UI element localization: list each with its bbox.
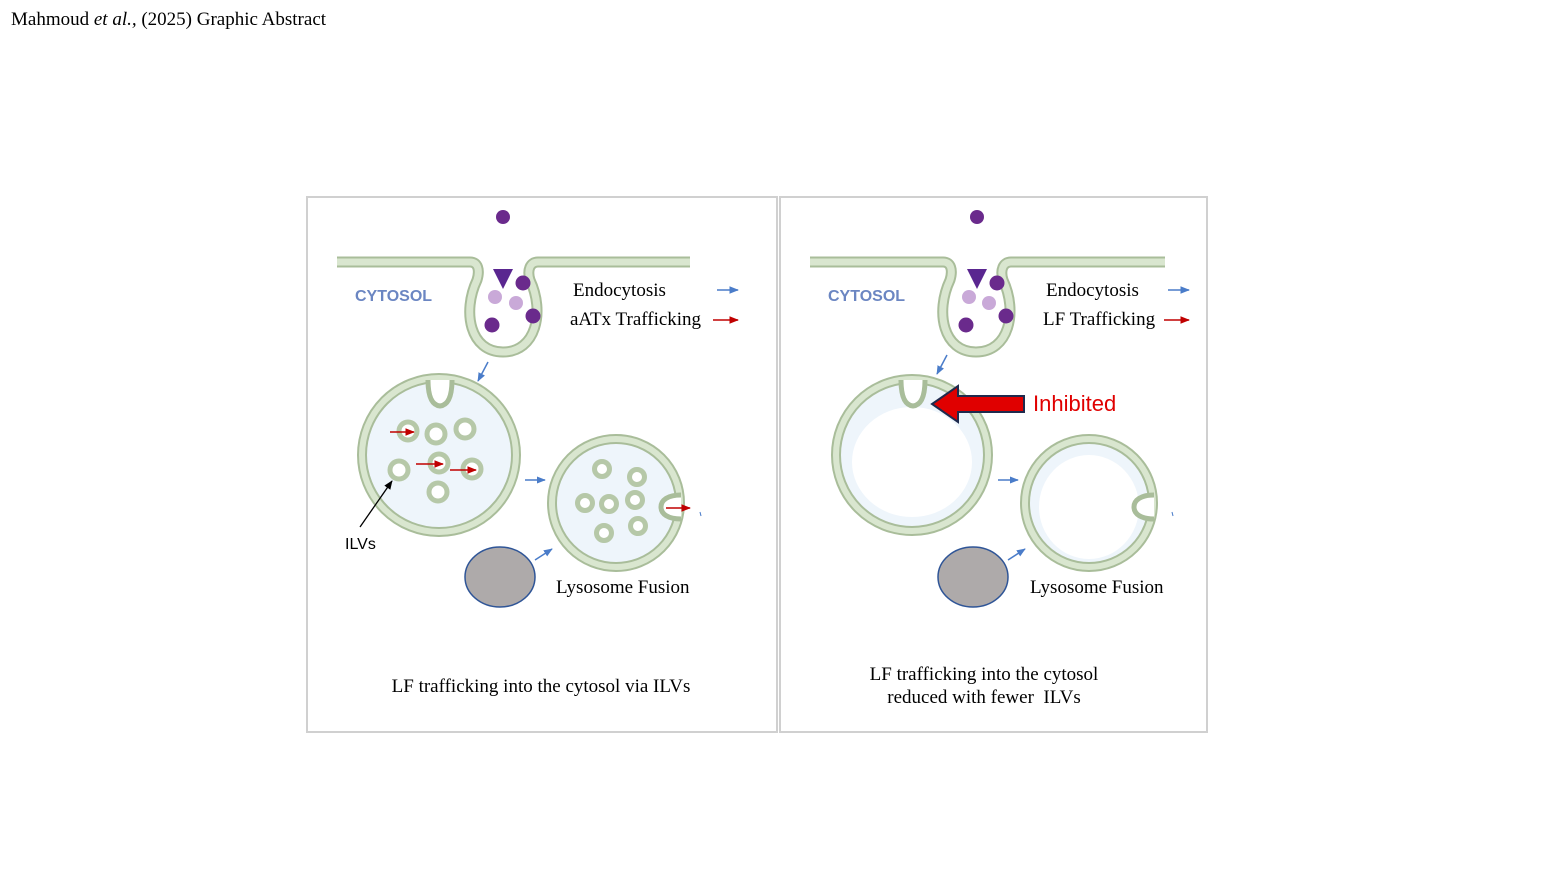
cytosol-label: CYTOSOL bbox=[355, 288, 432, 305]
panel-left-caption: LF trafficking into the cytosol via ILVs bbox=[392, 676, 691, 697]
ilv-label: ILVs bbox=[345, 536, 376, 553]
toxin-particle-2 bbox=[970, 210, 984, 224]
inhibited-arrow bbox=[930, 384, 1025, 424]
lysosome-2 bbox=[937, 546, 1009, 608]
vesicle-cargo bbox=[484, 275, 541, 333]
lysosome bbox=[464, 546, 536, 608]
panel-right-caption-line2: reduced with fewer ILVs bbox=[887, 687, 1080, 708]
header-etal: et al., bbox=[93, 9, 137, 30]
plasma-membrane bbox=[337, 256, 690, 358]
legend-trafficking-label-2: LF Trafficking bbox=[1043, 309, 1156, 330]
lysosome-fusion-arrow-2 bbox=[1007, 548, 1026, 561]
late-endosome bbox=[547, 434, 702, 572]
endocytosis-arrow bbox=[477, 361, 489, 382]
multivesicular-endosome bbox=[357, 373, 521, 537]
vesicle-cargo-2 bbox=[958, 275, 1014, 333]
cytosol-label-2: CYTOSOL bbox=[828, 288, 905, 305]
lysosome-fusion-arrow bbox=[534, 548, 553, 561]
endocytosis-arrow-2 bbox=[936, 354, 948, 375]
inhibited-label: Inhibited bbox=[1033, 391, 1116, 416]
header-rest: (2025) Graphic Abstract bbox=[141, 9, 327, 30]
panel-left: CYTOSOL Endocytosis aATx Trafficking bbox=[306, 196, 778, 733]
lysosome-fusion-label-2: Lysosome Fusion bbox=[1030, 577, 1164, 598]
plasma-membrane-2 bbox=[810, 256, 1165, 358]
legend-endocytosis-label-2: Endocytosis bbox=[1046, 280, 1139, 301]
lysosome-fusion-label: Lysosome Fusion bbox=[556, 577, 690, 598]
legend-trafficking-label: aATx Trafficking bbox=[570, 309, 702, 330]
panel-right: CYTOSOL Endocytosis LF Trafficking Inhib… bbox=[779, 196, 1208, 733]
empty-late-endosome bbox=[1020, 434, 1174, 572]
ilv-pointer-arrow bbox=[359, 480, 393, 528]
legend-endocytosis-label: Endocytosis bbox=[573, 280, 666, 301]
toxin-particle bbox=[496, 210, 510, 224]
header-author: Mahmoud bbox=[11, 9, 90, 30]
figure-header: Mahmoud et al., (2025) Graphic Abstract bbox=[11, 9, 326, 31]
panel-right-caption-line1: LF trafficking into the cytosol bbox=[870, 664, 1099, 685]
